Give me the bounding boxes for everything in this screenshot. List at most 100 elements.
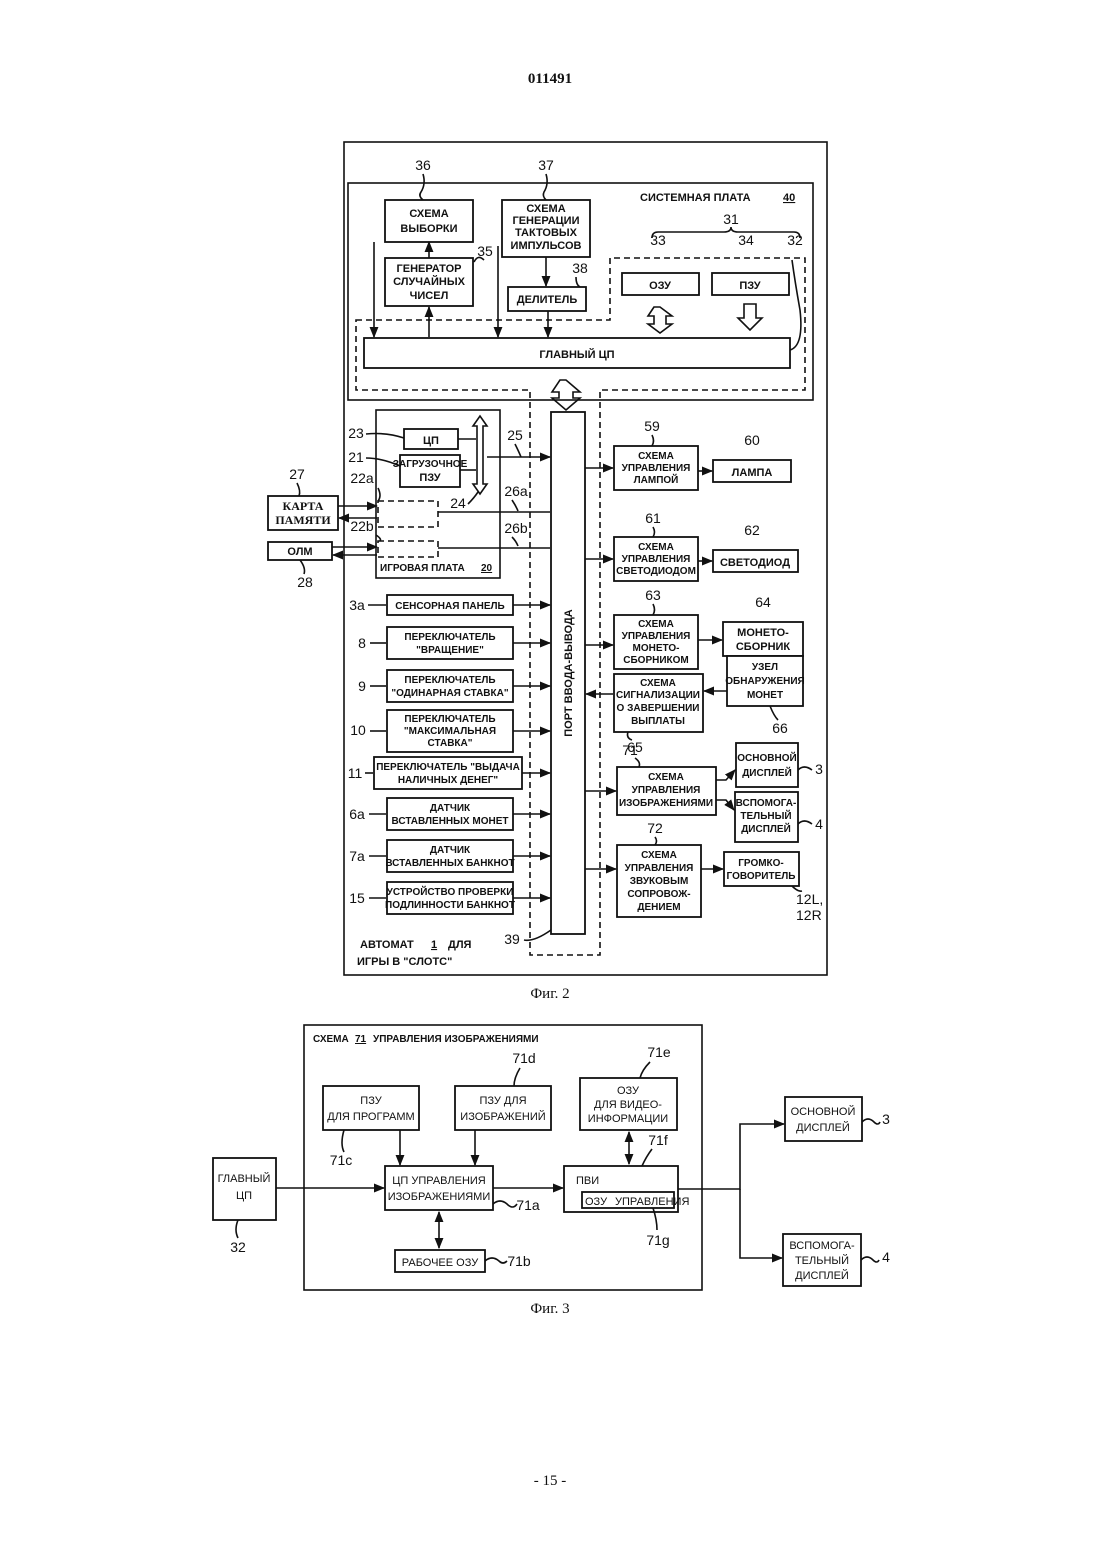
switch-single-bet-label-1: ПЕРЕКЛЮЧАТЕЛЬ bbox=[404, 675, 495, 686]
sound-control-label-4: СОПРОВОЖ- bbox=[627, 889, 690, 900]
ref-9: 9 bbox=[358, 678, 366, 694]
leader-25 bbox=[515, 444, 521, 457]
ref-7a: 7a bbox=[349, 848, 365, 864]
ref-27: 27 bbox=[289, 466, 305, 482]
ref-26b: 26b bbox=[504, 520, 528, 536]
sub-display-fig3-label-2: ТЕЛЬНЫЙ bbox=[795, 1254, 849, 1267]
sampling-circuit-label-2: ВЫБОРКИ bbox=[400, 223, 457, 235]
switch-spin-label-1: ПЕРЕКЛЮЧАТЕЛЬ bbox=[404, 632, 495, 643]
leader-3-fig3 bbox=[862, 1119, 880, 1124]
image-rom-label-1: ПЗУ ДЛЯ bbox=[479, 1095, 526, 1107]
leader-63 bbox=[653, 604, 655, 615]
main-cpu-block-fig3 bbox=[213, 1158, 276, 1220]
ref-36: 36 bbox=[415, 157, 431, 173]
sampling-circuit-label-1: СХЕМА bbox=[409, 208, 448, 220]
ref-39: 39 bbox=[504, 931, 520, 947]
control-ram-label-1: ОЗУ bbox=[585, 1196, 608, 1208]
image-control-label-1: СХЕМА bbox=[648, 772, 684, 783]
ref-28: 28 bbox=[297, 574, 313, 590]
ref-21: 21 bbox=[348, 449, 364, 465]
coin-detector-label-2: ОБНАРУЖЕНИЯ bbox=[725, 676, 804, 687]
rom-bus-arrow bbox=[738, 304, 762, 330]
led-control-label-1: СХЕМА bbox=[638, 542, 674, 553]
sub-display-label-1: ВСПОМОГА- bbox=[736, 798, 797, 809]
leader-71c bbox=[342, 1130, 344, 1152]
image-ctrl-to-sub-display-arrow bbox=[716, 800, 734, 810]
ref-25: 25 bbox=[507, 427, 523, 443]
leader-38 bbox=[576, 277, 580, 287]
ref-32-fig3: 32 bbox=[230, 1239, 246, 1255]
payout-signal-label-3: О ЗАВЕРШЕНИИ bbox=[617, 703, 700, 714]
leader-71a bbox=[493, 1201, 517, 1207]
page-number: - 15 - bbox=[534, 1473, 567, 1489]
lamp-control-label-1: СХЕМА bbox=[638, 451, 674, 462]
hopper-control-label-4: СБОРНИКОМ bbox=[623, 655, 688, 666]
image-cpu-label-1: ЦП УПРАВЛЕНИЯ bbox=[392, 1175, 486, 1187]
image-rom-label-2: ИЗОБРАЖЕНИЙ bbox=[460, 1110, 545, 1123]
ref-32: 32 bbox=[787, 232, 803, 248]
ref-64: 64 bbox=[755, 594, 771, 610]
ref-22b: 22b bbox=[350, 518, 374, 534]
leader-4 bbox=[798, 821, 812, 824]
boot-rom-label-1: ЗАГРУЗОЧНОЕ bbox=[393, 459, 468, 470]
leader-61 bbox=[653, 527, 655, 537]
main-cpu-label: ГЛАВНЫЙ ЦП bbox=[539, 348, 614, 361]
hopper-label-2: СБОРНИК bbox=[736, 641, 791, 653]
payout-signal-label-4: ВЫПЛАТЫ bbox=[631, 716, 685, 727]
ref-10: 10 bbox=[350, 722, 366, 738]
image-control-label-3: ИЗОБРАЖЕНИЯМИ bbox=[619, 798, 713, 809]
system-board-number: 40 bbox=[783, 192, 795, 204]
coin-sensor-label-2: ВСТАВЛЕННЫХ МОНЕТ bbox=[392, 816, 509, 827]
switch-spin-label-2: "ВРАЩЕНИЕ" bbox=[416, 645, 484, 656]
main-display-label-2: ДИСПЛЕЙ bbox=[742, 766, 792, 779]
coin-detector-label-3: МОНЕТ bbox=[747, 690, 783, 701]
ref-4: 4 bbox=[815, 816, 823, 832]
leader-27 bbox=[297, 483, 300, 496]
lamp-label: ЛАМПА bbox=[732, 467, 773, 479]
ref-71f: 71f bbox=[648, 1132, 668, 1148]
payout-signal-label-1: СХЕМА bbox=[640, 678, 676, 689]
fig3-title-post: УПРАВЛЕНИЯ ИЗОБРАЖЕНИЯМИ bbox=[373, 1034, 539, 1045]
ref-59: 59 bbox=[644, 418, 660, 434]
program-rom-label-1: ПЗУ bbox=[360, 1095, 382, 1107]
card-interface-block bbox=[378, 501, 438, 527]
switch-max-bet-label-1: ПЕРЕКЛЮЧАТЕЛЬ bbox=[404, 714, 495, 725]
machine-title-1a: АВТОМАТ bbox=[360, 939, 414, 951]
ref-72: 72 bbox=[647, 820, 663, 836]
olm-interface-block bbox=[378, 541, 438, 557]
leader-37 bbox=[543, 174, 547, 200]
game-board-bus-arrow bbox=[473, 416, 487, 494]
leader-3 bbox=[798, 767, 812, 770]
divider-label: ДЕЛИТЕЛЬ bbox=[517, 294, 578, 306]
program-rom-block bbox=[323, 1086, 419, 1130]
leader-26a bbox=[512, 500, 518, 511]
game-board-title: ИГРОВАЯ ПЛАТА bbox=[380, 563, 465, 574]
bill-sensor-label-1: ДАТЧИК bbox=[430, 845, 471, 856]
ref-22a: 22a bbox=[350, 470, 374, 486]
memory-card-label-2: ПАМЯТИ bbox=[275, 513, 331, 527]
sub-display-label-2: ТЕЛЬНЫЙ bbox=[740, 809, 791, 822]
pvi-to-main-display-arrow bbox=[678, 1124, 784, 1189]
bill-sensor-label-2: ВСТАВЛЕННЫХ БАНКНОТ bbox=[385, 858, 514, 869]
boot-rom-label-2: ПЗУ bbox=[419, 472, 440, 484]
hopper-label-1: МОНЕТО- bbox=[737, 627, 789, 639]
olm-label: ОЛМ bbox=[287, 546, 312, 558]
main-display-fig3-label-2: ДИСПЛЕЙ bbox=[796, 1121, 850, 1134]
ref-12-r: 12R bbox=[796, 907, 822, 923]
lamp-control-label-2: УПРАВЛЕНИЯ bbox=[622, 463, 691, 474]
hopper-control-label-1: СХЕМА bbox=[638, 619, 674, 630]
ref-38: 38 bbox=[572, 260, 588, 276]
led-control-label-3: СВЕТОДИОДОМ bbox=[616, 566, 696, 577]
leader-32 bbox=[790, 260, 801, 350]
control-ram-label-2: УПРАВЛЕНИЯ bbox=[615, 1196, 689, 1208]
ref-3-fig3: 3 bbox=[882, 1111, 890, 1127]
lamp-control-label-3: ЛАМПОЙ bbox=[634, 473, 679, 486]
switch-cash-out-label-1: ПЕРЕКЛЮЧАТЕЛЬ "ВЫДАЧА bbox=[376, 762, 520, 773]
hopper-control-label-3: МОНЕТО- bbox=[633, 643, 680, 654]
brace-31 bbox=[652, 227, 800, 238]
ref-71d: 71d bbox=[512, 1050, 535, 1066]
leader-22a bbox=[378, 488, 380, 501]
ref-6a: 6a bbox=[349, 806, 365, 822]
clock-generator-label-4: ИМПУЛЬСОВ bbox=[511, 240, 582, 252]
rng-label-3: ЧИСЕЛ bbox=[410, 290, 449, 302]
